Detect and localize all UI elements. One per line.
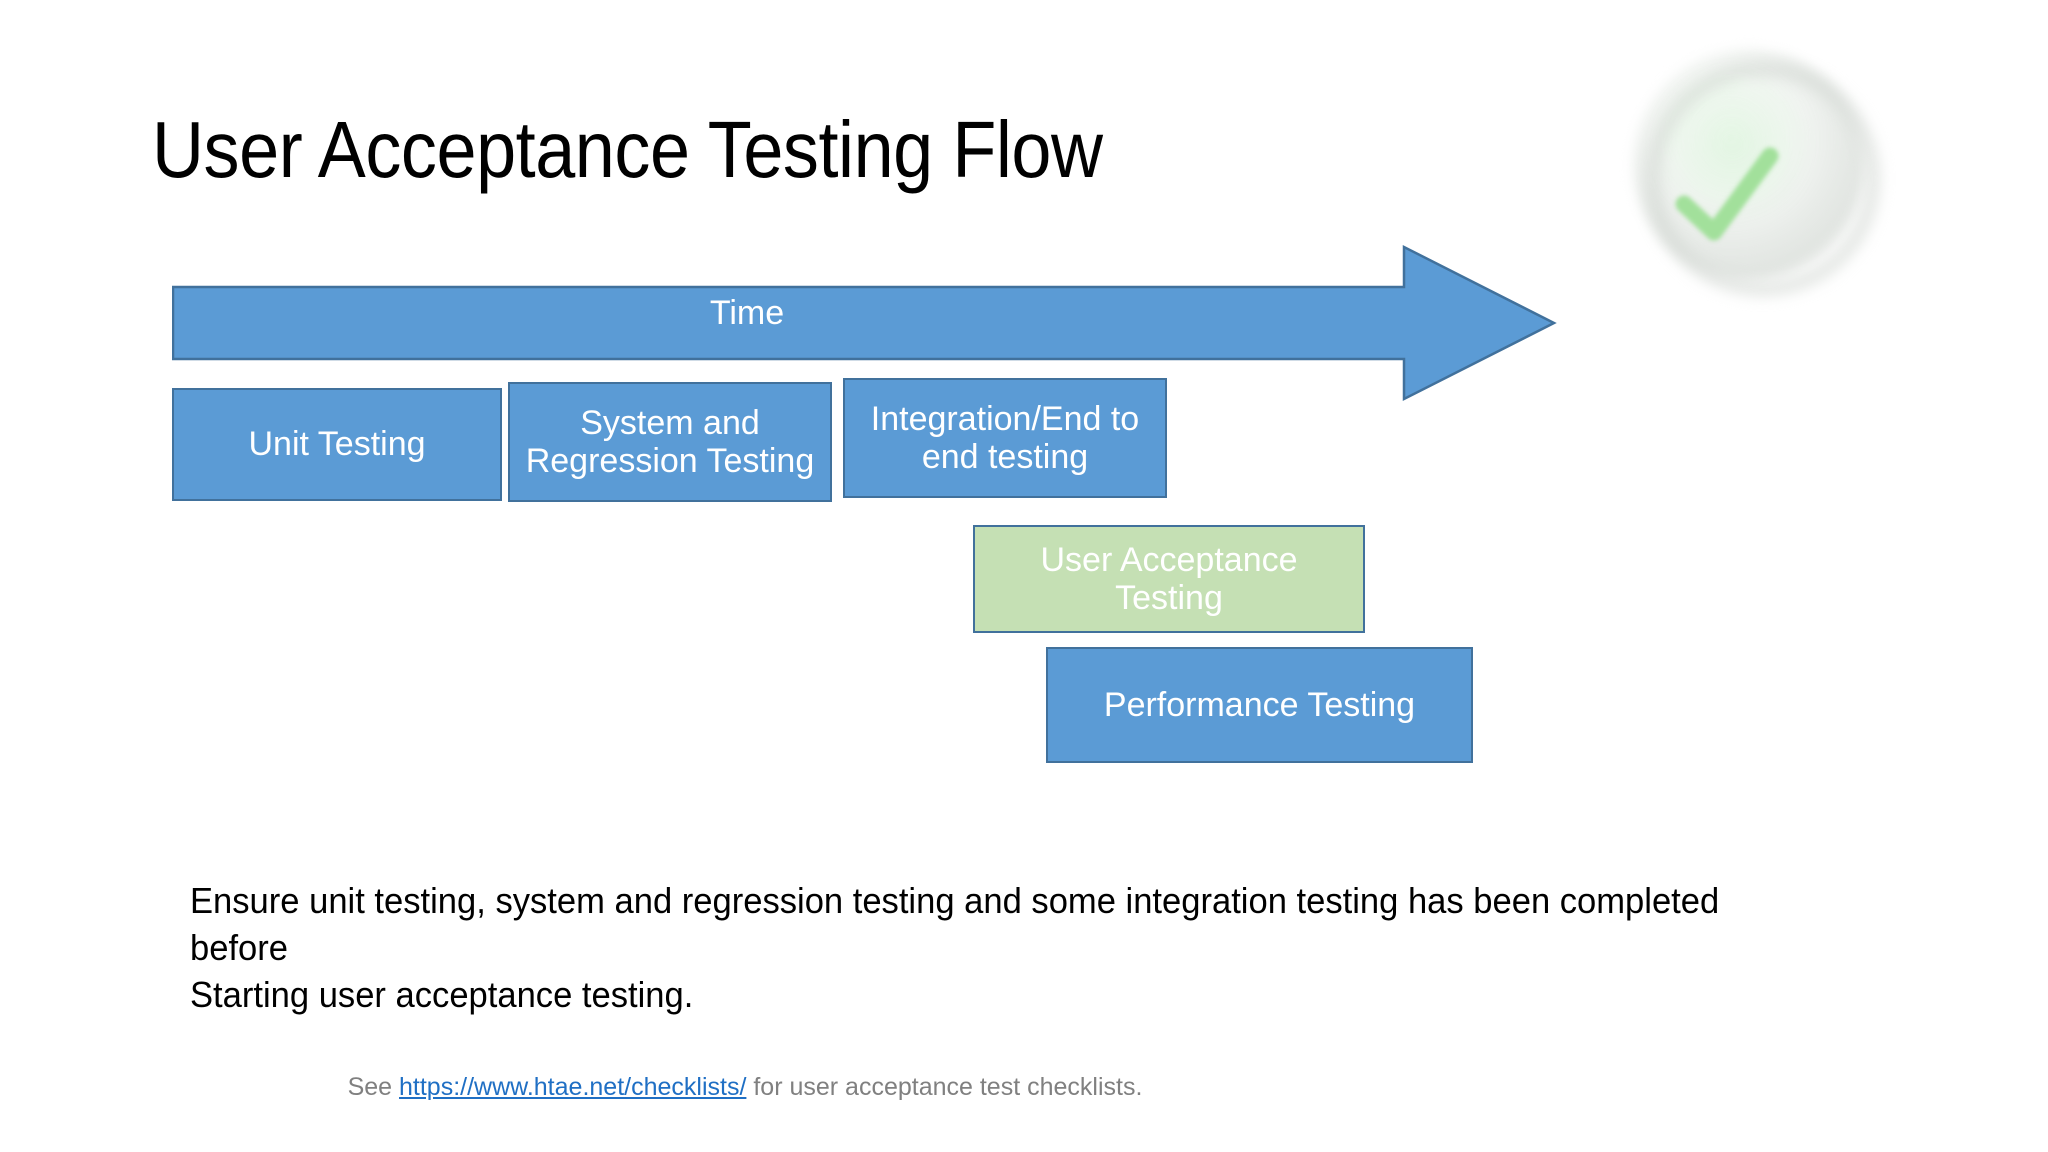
phase-box-integration-end-to-end-testing[interactable]: Integration/End to end testing: [843, 378, 1167, 498]
footer-suffix: for user acceptance test checklists.: [746, 1073, 1143, 1101]
check-icon: [1675, 147, 1779, 241]
body-paragraph: Ensure unit testing, system and regressi…: [190, 878, 1822, 1018]
body-line-1: Ensure unit testing, system and regressi…: [190, 880, 1720, 968]
green-check-circle-logo: [1634, 50, 1880, 296]
phase-box-system-and-regression-testing[interactable]: System and Regression Testing: [508, 382, 832, 502]
page-title: User Acceptance Testing Flow: [152, 105, 1103, 194]
time-arrow-shape: [172, 244, 1557, 402]
time-arrow-label: Time: [709, 294, 785, 332]
checklists-link[interactable]: https://www.htae.net/checklists/: [399, 1073, 747, 1101]
phase-box-user-acceptance-testing[interactable]: User Acceptance Testing: [973, 525, 1365, 633]
phase-box-performance-testing[interactable]: Performance Testing: [1046, 647, 1473, 763]
body-line-2: Starting user acceptance testing.: [190, 973, 694, 1015]
footer-prefix: See: [347, 1073, 400, 1101]
phase-box-unit-testing[interactable]: Unit Testing: [172, 388, 502, 501]
footer-note: See https://www.htae.net/checklists/ for…: [0, 1072, 1490, 1102]
